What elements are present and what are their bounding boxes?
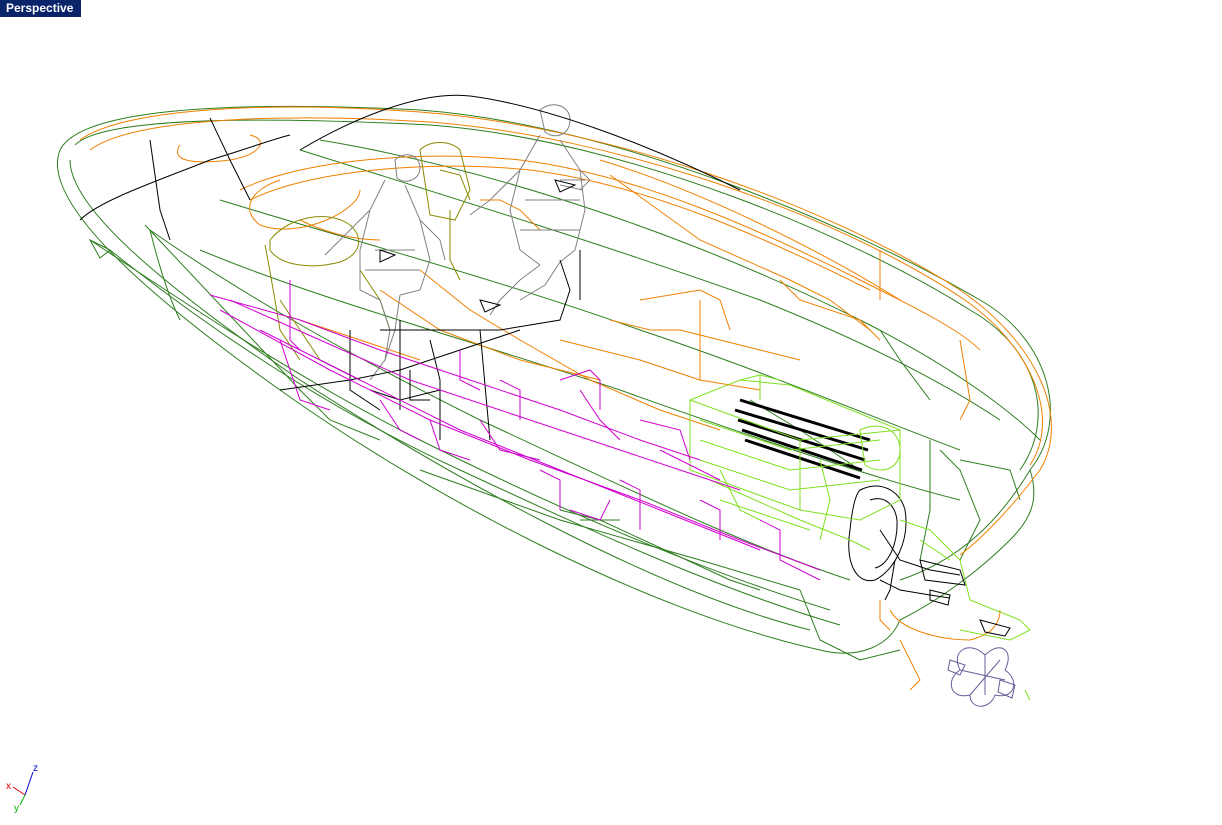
engine-wireframe xyxy=(689,374,1031,701)
frame-outline xyxy=(79,94,1011,637)
viewport-title-tab[interactable]: Perspective xyxy=(0,0,82,17)
deck-wireframe xyxy=(79,106,1052,691)
figures-wireframe xyxy=(324,104,591,381)
x-axis-label: x xyxy=(6,781,11,792)
z-axis-label: z xyxy=(33,763,38,774)
engine-vents xyxy=(734,398,871,480)
seats-wireframe xyxy=(264,142,471,361)
propeller-wireframe xyxy=(947,647,1016,707)
hull-wireframe xyxy=(57,105,1051,661)
axis-indicator: z x y xyxy=(6,763,38,814)
stringer-wireframe xyxy=(209,280,821,581)
y-axis-label: y xyxy=(14,803,19,814)
